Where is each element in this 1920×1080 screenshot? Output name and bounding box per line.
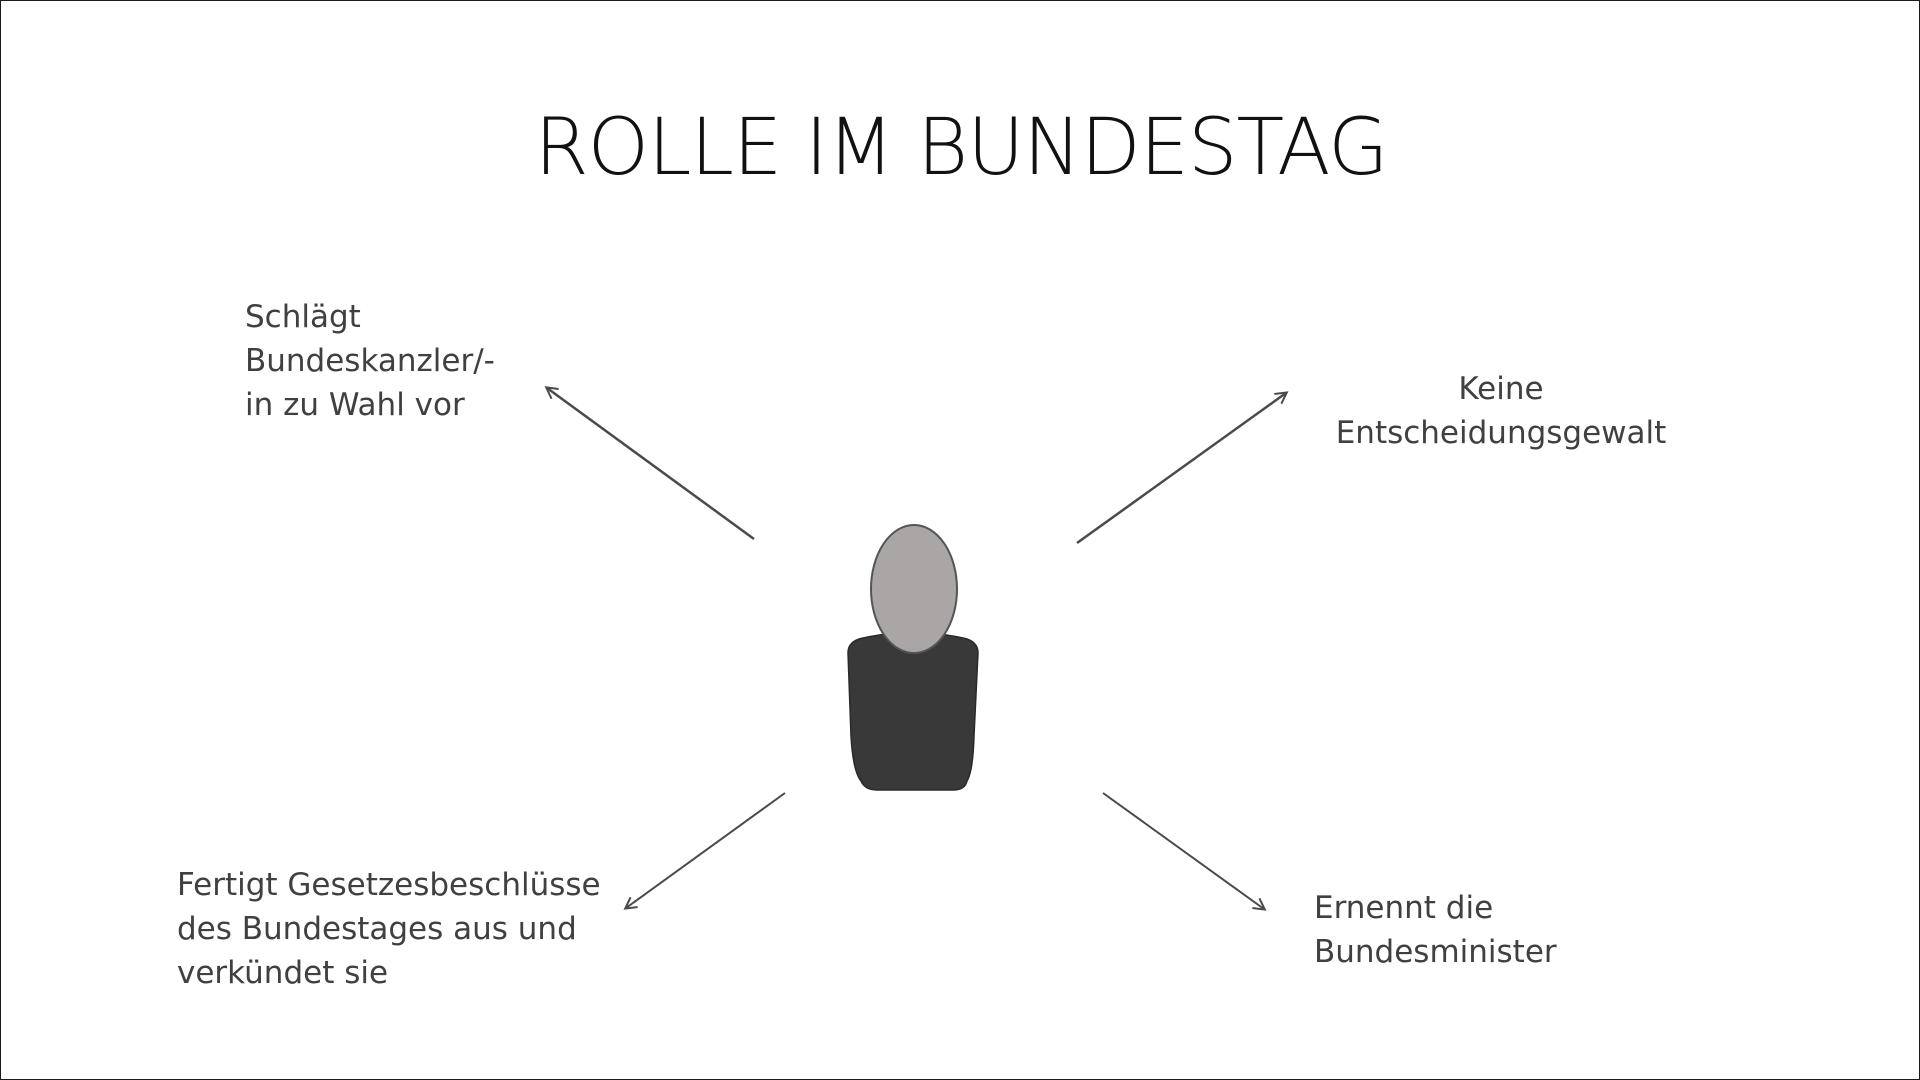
slide-title: ROLLE IM BUNDESTAG [534,103,1388,193]
label-proposes-chancellor: Schlägt Bundeskanzler/- in zu Wahl vor [245,299,495,423]
person-silhouette-icon [847,524,979,791]
arrow-top-right [1076,393,1286,545]
arrow-bottom-left [626,792,786,908]
label-appoints-ministers: Ernennt die Bundesminister [1314,890,1557,970]
person-body [847,631,979,791]
label-signs-laws: Fertigt Gesetzesbeschlüsse des Bundestag… [177,867,601,991]
person-head [870,524,958,654]
arrow-bottom-right [1102,792,1264,909]
arrow-top-left [547,388,755,541]
label-no-decision-power: Keine Entscheidungsgewalt [1335,371,1667,451]
